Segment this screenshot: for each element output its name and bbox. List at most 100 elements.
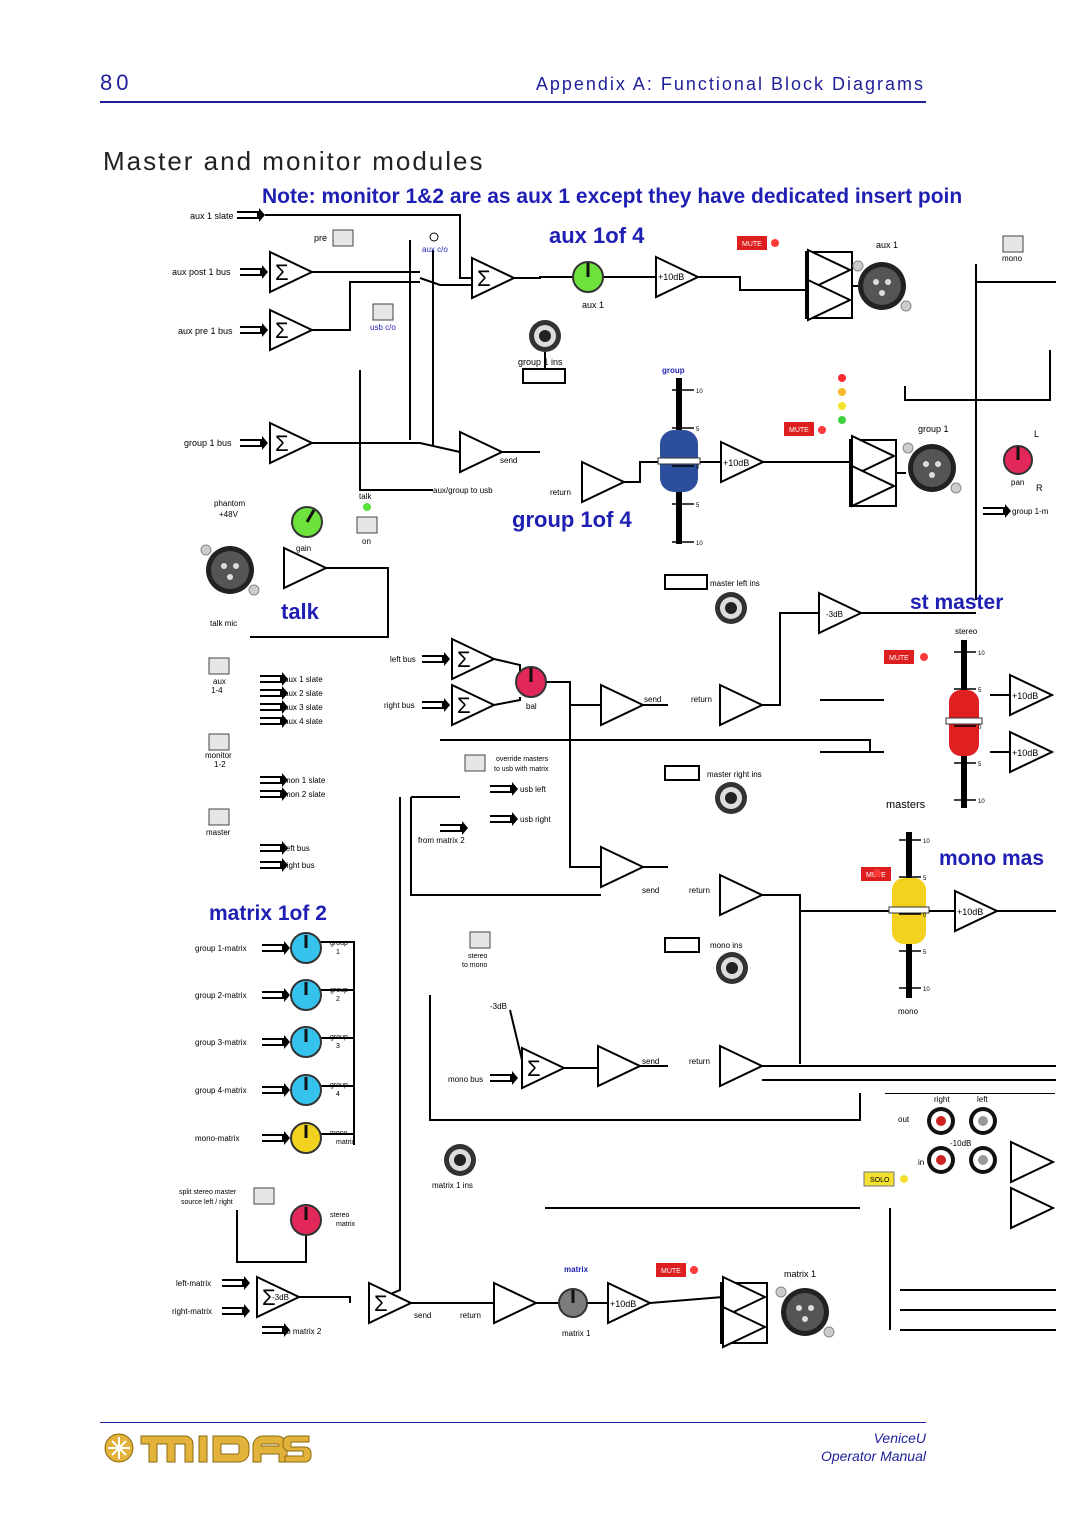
st-right-send-label: send: [642, 886, 659, 895]
right-matrix-arrow: [222, 1304, 250, 1318]
phantom-label: phantom: [214, 499, 245, 508]
st-mute-button[interactable]: [884, 650, 914, 664]
group3-matrix-input-label: group 3-matrix: [195, 1038, 247, 1047]
aux4-slate-out-label: aux 4 slate: [284, 717, 323, 726]
st-right-send-amp: [600, 846, 644, 888]
group-send-amp: [459, 431, 503, 473]
mono-matrix-dest-label: mono: [330, 1130, 348, 1137]
meter-led-red: [838, 374, 846, 382]
right-matrix-label: right-matrix: [172, 1307, 212, 1316]
group1-ins-jack: [529, 320, 561, 352]
page-number: 80: [100, 70, 133, 95]
master-right-ins-label: master right ins: [707, 770, 762, 779]
talk-mic-xlr: [200, 544, 260, 596]
rca-out-right: [927, 1107, 955, 1135]
stereo-matrix-knob[interactable]: [290, 1204, 322, 1236]
rca-minus10-label: -10dB: [950, 1139, 971, 1148]
usb-co-switch[interactable]: [372, 303, 394, 321]
aux1-knob[interactable]: [572, 261, 604, 293]
group-fader-label: group: [662, 366, 685, 375]
talk-gain-knob[interactable]: [291, 506, 323, 538]
matrix1-out-label: matrix 1: [784, 1269, 816, 1279]
aux-post-bus-arrow: [240, 265, 268, 279]
talk-section: phantom +48V gain talk on talk mic: [200, 492, 378, 628]
wire: [250, 567, 389, 638]
from-matrix2-label: from matrix 2: [418, 836, 465, 845]
left-bus-arrow: [422, 652, 450, 666]
aux1-slate-arrow: [237, 208, 265, 222]
pre-switch[interactable]: [332, 229, 354, 247]
override-label-1: override masters: [496, 756, 549, 763]
mono-matrix-knob[interactable]: [290, 1122, 322, 1154]
aux3-slate-out-label: aux 3 slate: [284, 703, 323, 712]
balance-knob[interactable]: [515, 666, 547, 698]
wire: [312, 281, 420, 331]
mono-send-label: send: [642, 1057, 659, 1066]
masters-label: masters: [886, 799, 926, 811]
mono-matrix-dest-sub-label: matrix: [336, 1139, 356, 1146]
st-master-title: st master: [910, 591, 1003, 614]
st-left-return-label: return: [691, 695, 712, 704]
talk-led: [363, 503, 371, 511]
override-masters-switch[interactable]: [464, 754, 486, 772]
group1-matrix-dest-sub-label: 1: [336, 949, 340, 956]
to-matrix2-label: to matrix 2: [284, 1327, 322, 1336]
footer-manual: Operator Manual: [820, 1448, 926, 1464]
aux-mute-button[interactable]: [737, 236, 767, 250]
solo-text: SOLO: [870, 1177, 890, 1184]
group-fader-cap[interactable]: [657, 430, 701, 492]
wire: [419, 277, 472, 286]
group-mute-button[interactable]: [784, 422, 814, 436]
mono-fader-cap[interactable]: [888, 878, 930, 944]
left-bus-out-label: left bus: [284, 844, 310, 853]
master-right-ins-box: [664, 765, 700, 781]
wire: [762, 894, 801, 1064]
group-mute-text: MUTE: [789, 427, 809, 434]
usb-right-label: usb right: [520, 815, 551, 824]
aux-section: aux 1 slate aux post 1 bus aux pre 1 bus…: [172, 208, 1024, 351]
matrix1-knob[interactable]: [558, 1288, 588, 1318]
pan-knob[interactable]: [1003, 445, 1033, 475]
monitor12-label: 1-2: [214, 760, 226, 769]
wire: [649, 1296, 724, 1304]
fader-tick-label: 0: [923, 913, 927, 919]
aux14-switch[interactable]: [208, 657, 230, 675]
stereo-mono-minus3-label: -3dB: [490, 1002, 507, 1011]
group1-matrix-knob[interactable]: [290, 932, 322, 964]
group3-matrix-knob[interactable]: [290, 1026, 322, 1058]
stereo-to-mono-switch[interactable]: [469, 931, 491, 949]
aux1-out-label: aux 1: [876, 240, 898, 250]
rca-in-label: in: [918, 1158, 924, 1167]
wire: [236, 1210, 307, 1263]
wire: [429, 995, 861, 1121]
monitor-switch[interactable]: [208, 733, 230, 751]
aux1-slate-label: aux 1 slate: [190, 211, 234, 221]
pan-left-label: L: [1034, 429, 1039, 439]
solo-button[interactable]: [863, 1171, 895, 1187]
talk-on-switch[interactable]: [356, 516, 378, 534]
override-label-2: to usb with matrix: [494, 766, 549, 773]
mono-plus10-label: +10dB: [957, 907, 983, 917]
mono-return-label: return: [689, 1057, 710, 1066]
fader-tick-label: 10: [978, 651, 985, 657]
master-switch[interactable]: [208, 808, 230, 826]
wire: [546, 681, 601, 706]
left-sum-amp: [451, 638, 495, 680]
aux-mute-text: MUTE: [742, 241, 762, 248]
split-stereo-switch[interactable]: [253, 1187, 275, 1205]
matrix-mute-button[interactable]: [656, 1263, 686, 1277]
group2-matrix-knob[interactable]: [290, 979, 322, 1011]
group4-matrix-knob[interactable]: [290, 1074, 322, 1106]
mono-switch[interactable]: [1002, 235, 1024, 253]
group1-matrix-input-arrow: [262, 941, 290, 955]
wire: [762, 612, 819, 706]
stereo-fader-cap[interactable]: [945, 690, 983, 756]
note-text: Note: monitor 1&2 are as aux 1 except th…: [262, 185, 962, 208]
footer-rule: [100, 1422, 926, 1423]
group4-matrix-dest-label: group: [330, 1082, 348, 1089]
rca-section: right left out -10dB in SOLO: [863, 1093, 1055, 1229]
midas-logo: [104, 1433, 312, 1463]
aux1-xlr-out: [852, 260, 912, 312]
aux-pre-sum-amp: [269, 309, 313, 351]
rca-in-amp-1: [1010, 1141, 1054, 1183]
